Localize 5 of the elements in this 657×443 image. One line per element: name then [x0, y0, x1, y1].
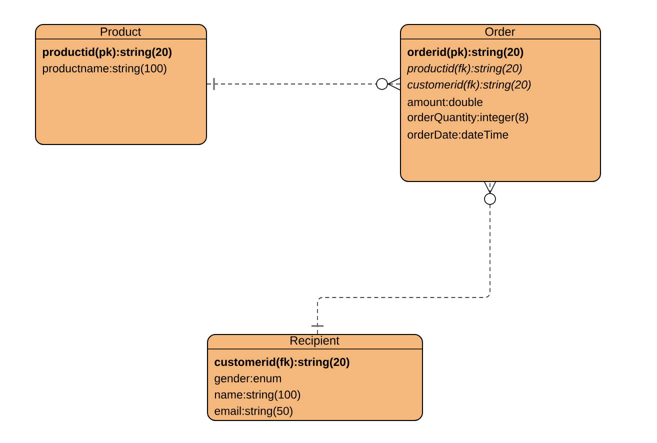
relationship-line — [312, 180, 496, 334]
entity-box: Product productid(pk):string(20) productname:string(100) — [34, 24, 207, 145]
entity-box: Recipient customerid(fk):string(20) gender:enum name:string(100) email:string(50) — [206, 334, 423, 421]
relationship-line — [206, 78, 400, 90]
entity-box: Order orderid(pk):string(20) productid(fk):string(20) customerid(fk):string(20) amount:double orderQuantity:integer(8) orderDate:dateTime — [400, 24, 601, 182]
